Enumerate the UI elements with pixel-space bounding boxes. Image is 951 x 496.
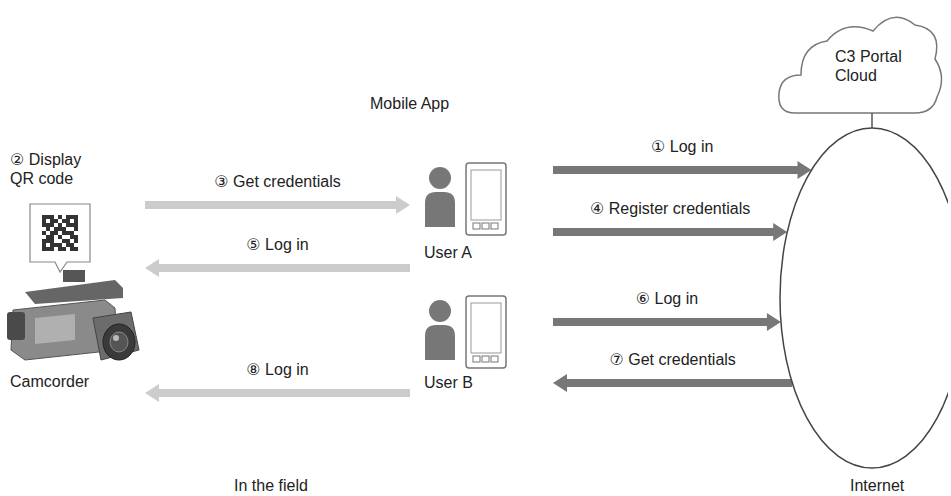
step-label: ③ Get credentials xyxy=(212,172,342,191)
flow-arrow xyxy=(553,374,792,392)
flow-arrow xyxy=(145,259,410,277)
node-label: Camcorder xyxy=(10,372,130,391)
text-label: Internet xyxy=(848,476,932,495)
flow-arrow xyxy=(553,313,781,331)
flow-arrow xyxy=(145,384,410,402)
flow-arrow xyxy=(553,223,787,241)
text-label: Mobile App xyxy=(368,94,472,113)
node-label: User A xyxy=(424,243,549,262)
step-label: ⑥ Log in xyxy=(634,289,700,308)
step-label: ④ Register credentials xyxy=(588,199,752,218)
node-label: C3 Portal Cloud xyxy=(835,47,917,85)
node-label: User B xyxy=(424,373,549,392)
flow-arrow xyxy=(553,161,812,179)
camcorder-device: Camcorder xyxy=(5,200,145,410)
step-label: ⑤ Log in xyxy=(244,235,310,254)
text-label: ② Display QR code xyxy=(8,150,92,188)
user-icon: User A xyxy=(410,155,553,273)
text-label: In the field xyxy=(232,476,356,495)
flow-arrow xyxy=(145,196,410,214)
step-label: ⑧ Log in xyxy=(244,360,310,379)
cloud-service: C3 Portal Cloud xyxy=(775,5,948,473)
step-label: ⑦ Get credentials xyxy=(607,350,737,369)
step-label: ① Log in xyxy=(649,137,715,156)
user-icon: User B xyxy=(410,288,553,400)
